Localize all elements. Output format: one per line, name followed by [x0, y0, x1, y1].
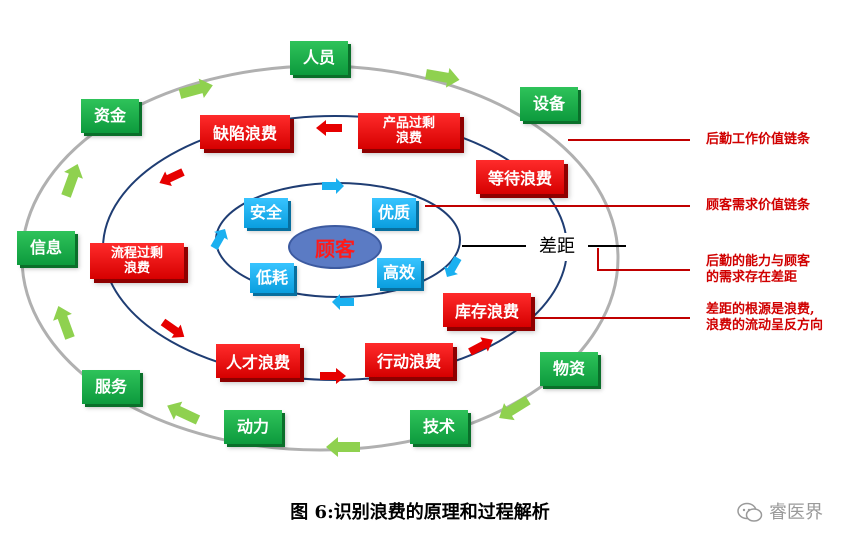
blue-arrow: [444, 256, 462, 278]
annotation-capability-gap: 后勤的能力与顾客 的需求存在差距: [706, 254, 810, 286]
annotation-waste-root-line1: 差距的根源是浪费,: [706, 302, 815, 317]
outer-item-personnel: 人员: [290, 41, 348, 75]
annotation-logistics-chain-text: 后勤工作价值链条: [706, 132, 811, 147]
waste-item-defects: 缺陷浪费: [200, 115, 290, 149]
green-arrow: [61, 164, 83, 198]
waste-item-product-excess: 产品过剩 浪费: [358, 113, 460, 149]
waste-item-process-excess-line1: 流程过剩: [110, 246, 163, 261]
annotation-logistics-chain: 后勤工作价值链条: [706, 132, 810, 148]
outer-item-service: 服务: [82, 370, 140, 404]
red-arrow: [316, 120, 342, 136]
outer-item-technology: 技术: [410, 410, 468, 444]
blue-arrow: [322, 178, 344, 194]
red-arrow: [160, 318, 185, 338]
annotation-waste-root-line2: 浪费的流动呈反方向: [706, 318, 824, 333]
waste-item-process-excess-line2: 浪费: [123, 261, 150, 276]
waste-item-inventory: 库存浪费: [443, 293, 531, 327]
annotation-waste-root: 差距的根源是浪费, 浪费的流动呈反方向: [706, 302, 823, 334]
outer-item-materials: 物资: [540, 352, 598, 386]
outer-item-funds: 资金: [81, 99, 139, 133]
blue-arrow: [210, 228, 228, 250]
watermark-text: 睿医界: [769, 502, 823, 523]
outer-item-power: 动力: [224, 410, 282, 444]
annotation-capability-gap-line1: 后勤的能力与顾客: [706, 254, 811, 269]
center-customer: 顾客: [288, 225, 382, 269]
inner-item-safety: 安全: [244, 198, 288, 228]
watermark: 睿医界: [737, 501, 823, 525]
leader-line-capability-gap: [597, 248, 690, 271]
annotation-customer-chain: 顾客需求价值链条: [706, 198, 810, 214]
green-arrow: [167, 401, 201, 425]
annotation-capability-gap-line2: 的需求存在差距: [706, 270, 798, 285]
green-arrow: [53, 306, 75, 340]
blue-arrow: [332, 294, 354, 310]
waste-item-product-excess-line1: 产品过剩: [382, 116, 435, 131]
outer-item-equipment: 设备: [520, 87, 578, 121]
figure-caption: 图 6:识别浪费的原理和过程解析: [290, 502, 550, 523]
waste-item-process-excess: 流程过剩 浪费: [90, 243, 184, 279]
waste-item-waiting: 等待浪费: [476, 160, 564, 194]
red-arrow: [468, 337, 493, 356]
inner-item-low-consumption: 低耗: [250, 263, 294, 293]
inner-item-quality: 优质: [372, 198, 416, 228]
gap-label: 差距: [526, 233, 588, 261]
inner-item-efficiency: 高效: [377, 258, 421, 288]
red-arrow: [159, 168, 185, 187]
red-arrow: [320, 368, 346, 384]
outer-item-information: 信息: [17, 231, 75, 265]
green-arrow: [326, 437, 360, 457]
green-arrow: [178, 78, 213, 99]
annotation-customer-chain-text: 顾客需求价值链条: [706, 198, 811, 213]
waste-item-product-excess-line2: 浪费: [395, 131, 422, 146]
green-arrow: [425, 67, 460, 88]
waste-item-motion: 行动浪费: [365, 343, 453, 377]
waste-item-talent: 人才浪费: [216, 344, 300, 378]
chat-bubbles-icon: [737, 502, 763, 522]
green-arrow: [499, 395, 531, 421]
